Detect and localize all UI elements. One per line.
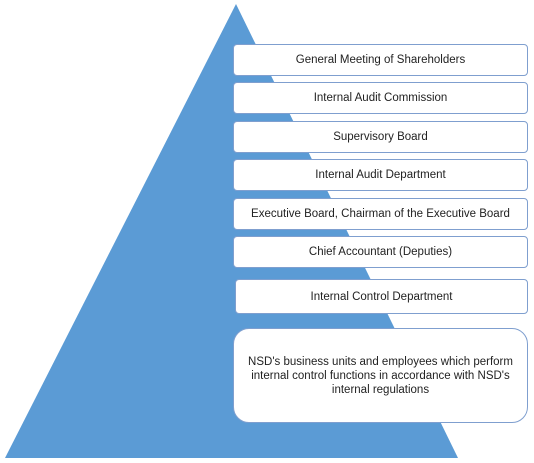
level-executive-board: Executive Board, Chairman of the Executi… [233,198,528,230]
level-label: Internal Control Department [310,290,453,303]
level-internal-control-department: Internal Control Department [235,279,528,314]
level-label: General Meeting of Shareholders [295,54,466,66]
level-general-meeting: General Meeting of Shareholders [233,44,528,76]
level-label: Internal Audit Department [315,169,446,181]
level-label: NSD's business units and employees which… [248,355,513,396]
level-internal-audit-commission: Internal Audit Commission [233,82,528,114]
level-business-units: NSD's business units and employees which… [233,328,528,423]
level-label: Executive Board, Chairman of the Executi… [251,208,510,220]
level-supervisory-board: Supervisory Board [233,121,528,153]
level-chief-accountant: Chief Accountant (Deputies) [233,236,528,268]
level-internal-audit-department: Internal Audit Department [233,159,528,191]
level-label: Supervisory Board [333,131,428,143]
level-label: Chief Accountant (Deputies) [308,246,453,258]
level-label: Internal Audit Commission [313,92,448,104]
